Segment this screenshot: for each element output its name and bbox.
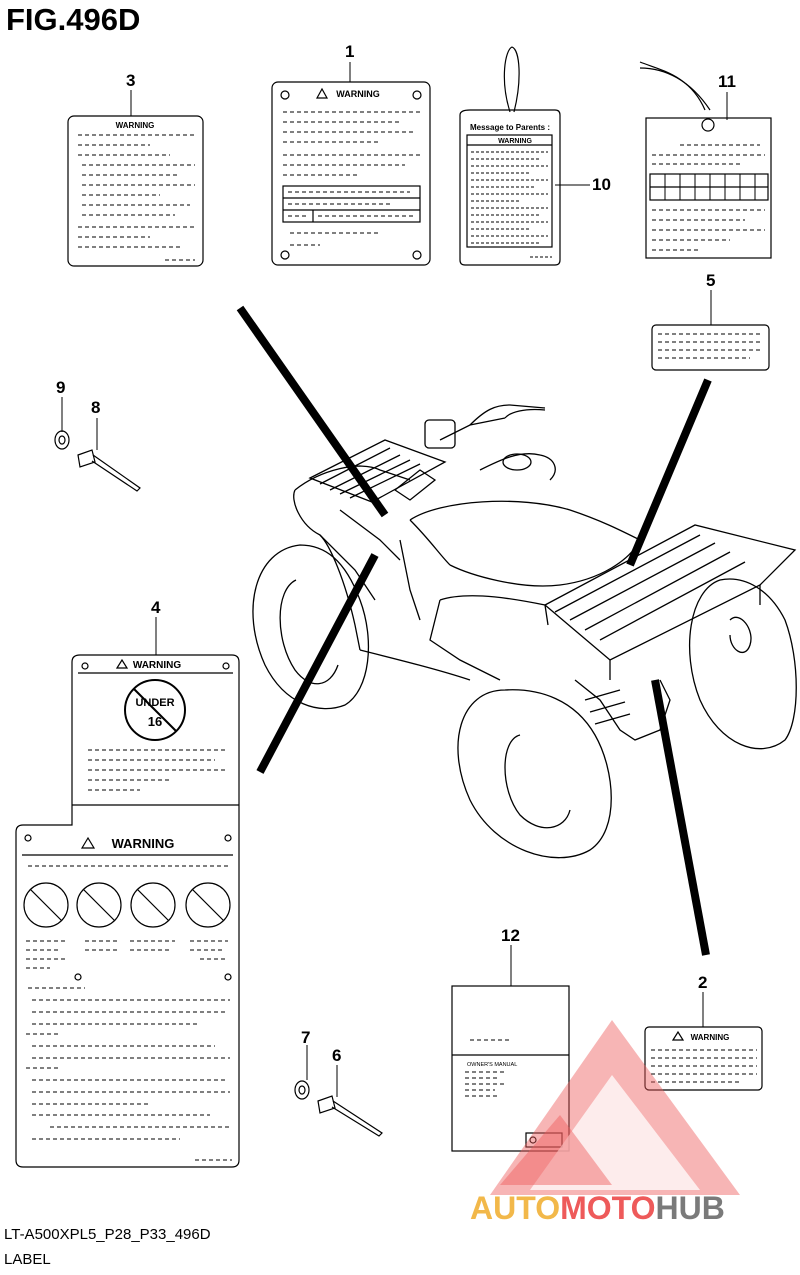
watermark-logo — [490, 1020, 740, 1195]
watermark-text: AUTOMOTOHUB — [470, 1190, 725, 1227]
callout-2: 2 — [698, 973, 708, 992]
callout-7: 7 — [301, 1028, 311, 1047]
callout-5: 5 — [706, 271, 716, 290]
callout-9: 9 — [56, 378, 66, 397]
diagram-code: LT-A500XPL5_P28_P33_496D — [4, 1226, 211, 1243]
callout-12: 12 — [501, 926, 520, 945]
svg-text:WARNING: WARNING — [691, 1033, 730, 1042]
callout-6: 6 — [332, 1046, 342, 1065]
label-11 — [639, 61, 772, 259]
callout-10: 10 — [592, 175, 611, 194]
label-5 — [651, 324, 770, 371]
owners-manual: OWNER'S MANUAL — [451, 985, 570, 1152]
label-10: Message to Parents : WARNING — [459, 46, 561, 266]
svg-text:WARNING: WARNING — [336, 89, 380, 99]
svg-text:WARNING: WARNING — [498, 138, 532, 145]
watermark-auto: AUTO — [470, 1190, 561, 1226]
svg-text:WARNING: WARNING — [116, 121, 155, 130]
svg-text:WARNING: WARNING — [112, 836, 175, 851]
label-3: WARNING — [67, 115, 204, 267]
label-2: WARNING — [644, 1026, 763, 1091]
diagram-caption: LABEL — [4, 1251, 51, 1268]
callout-3: 3 — [126, 71, 136, 90]
svg-text:Message to Parents :: Message to Parents : — [470, 123, 550, 132]
hardware — [54, 430, 383, 1137]
callout-4: 4 — [151, 598, 161, 617]
svg-text:OWNER'S MANUAL: OWNER'S MANUAL — [467, 1062, 517, 1068]
watermark-hub: HUB — [655, 1190, 725, 1226]
figure-title: FIG.496D — [6, 2, 141, 37]
watermark-moto: MOTO — [560, 1190, 656, 1226]
callout-11: 11 — [718, 72, 736, 91]
svg-text:WARNING: WARNING — [133, 660, 182, 671]
leader-lines — [61, 62, 728, 1097]
pointer-bars — [236, 305, 712, 956]
atv-drawing — [252, 404, 797, 859]
label-4: WARNING UNDER 16 WARNING — [15, 654, 240, 1168]
label-1: WARNING — [271, 81, 431, 266]
svg-text:UNDER: UNDER — [135, 697, 174, 709]
svg-text:16: 16 — [148, 714, 162, 729]
callout-1: 1 — [345, 42, 355, 61]
callout-8: 8 — [91, 398, 101, 417]
